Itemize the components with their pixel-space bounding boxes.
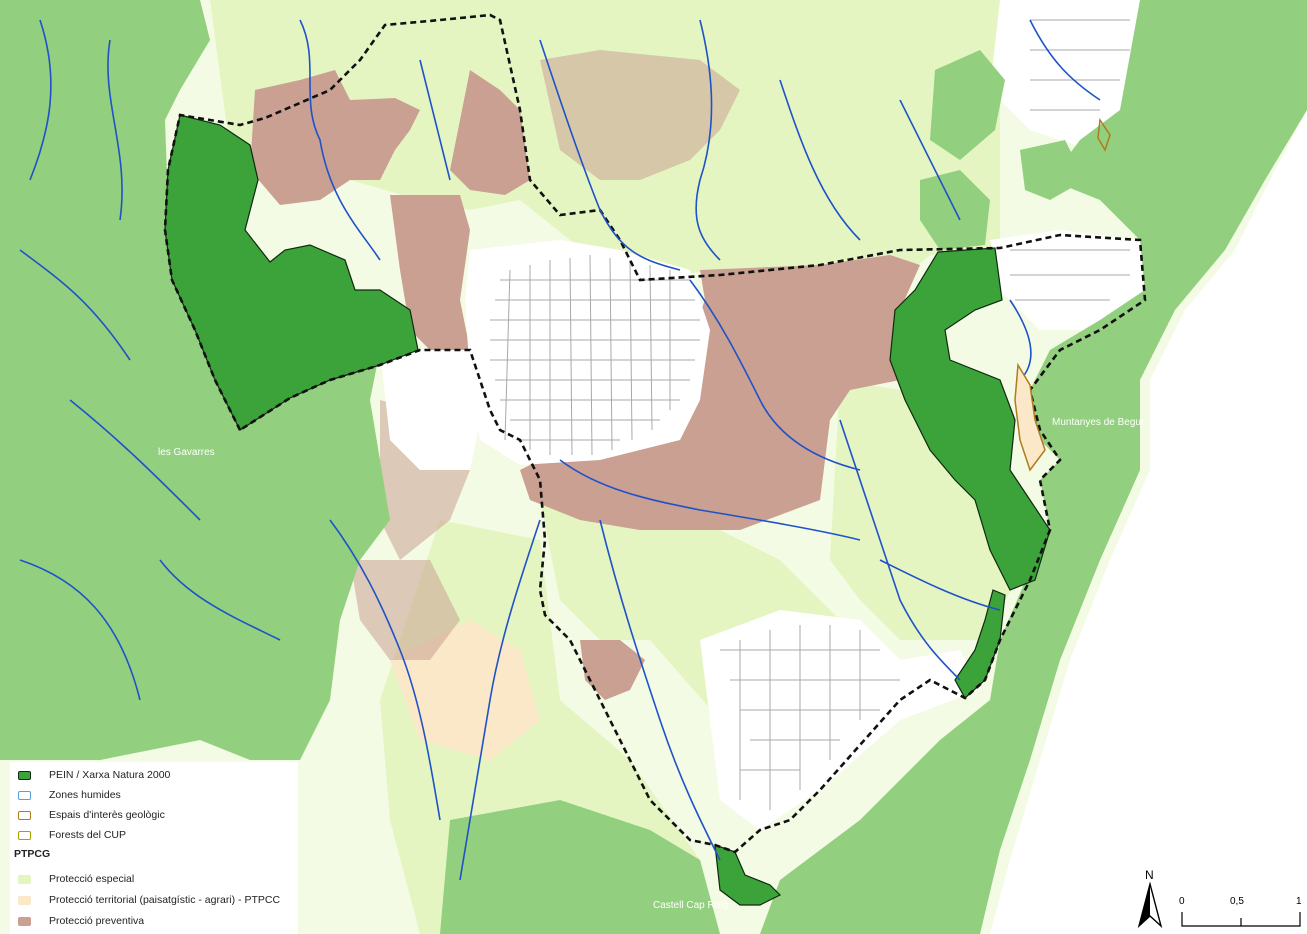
- scale-tick-1: 1: [1296, 896, 1302, 907]
- map-legend: PEIN / Xarxa Natura 2000 Zones humides E…: [10, 762, 298, 934]
- municipal-boundary: [163, 13, 1147, 854]
- geological-interest-outline: [1014, 362, 1046, 472]
- north-arrow-label: N: [1145, 868, 1154, 882]
- rivers: [19, 19, 1101, 881]
- scale-tick-0: 0: [1179, 896, 1185, 907]
- legend-item-pein: PEIN / Xarxa Natura 2000: [18, 768, 170, 782]
- street-grid: [490, 19, 1130, 810]
- legend-item-territorial-protection: Protecció territorial (paisatgístic - ag…: [18, 893, 280, 907]
- legend-label-forests-cup: Forests del CUP: [49, 829, 127, 841]
- place-label-castell-cap-roig: Castell Cap Roig: [653, 900, 729, 911]
- preventive-protection-zones: [250, 50, 920, 700]
- legend-label-territorial-protection: Protecció territorial (paisatgístic - ag…: [49, 894, 281, 906]
- north-arrow: N: [1135, 868, 1165, 930]
- geological-interest-outline-north: [1097, 117, 1111, 152]
- scale-tick-half: 0,5: [1230, 896, 1244, 907]
- legend-label-wetlands: Zones humides: [49, 789, 121, 801]
- place-label-muntanyes-de-begur: Muntanyes de Begur: [1052, 417, 1145, 428]
- legend-item-wetlands: Zones humides: [18, 788, 121, 802]
- legend-label-geological: Espais d'interès geològic: [49, 809, 165, 821]
- legend-swatch-wetlands: [18, 790, 31, 800]
- legend-label-preventive-protection: Protecció preventiva: [49, 915, 145, 927]
- legend-section-title: PTPCG: [14, 848, 51, 860]
- legend-label-special-protection: Protecció especial: [49, 873, 135, 885]
- legend-label-pein: PEIN / Xarxa Natura 2000: [49, 769, 171, 781]
- legend-swatch-pein: [18, 770, 31, 780]
- legend-swatch-geological: [18, 810, 31, 820]
- legend-item-special-protection: Protecció especial: [18, 872, 134, 886]
- legend-swatch-preventive-protection: [18, 916, 31, 926]
- legend-swatch-forests-cup: [18, 830, 31, 840]
- legend-item-geological: Espais d'interès geològic: [18, 808, 165, 822]
- scale-bar: 0 0,5 1: [1176, 868, 1304, 930]
- legend-item-preventive-protection: Protecció preventiva: [18, 914, 144, 928]
- north-arrow-icon: [1137, 882, 1163, 928]
- legend-swatch-special-protection: [18, 874, 31, 884]
- legend-item-forests-cup: Forests del CUP: [18, 828, 126, 842]
- pein-natura-areas: [164, 114, 1051, 906]
- legend-swatch-territorial-protection: [18, 895, 31, 905]
- sea-area: [990, 110, 1307, 934]
- scale-bar-line: [1181, 912, 1301, 927]
- place-label-les-gavarres: les Gavarres: [158, 447, 215, 458]
